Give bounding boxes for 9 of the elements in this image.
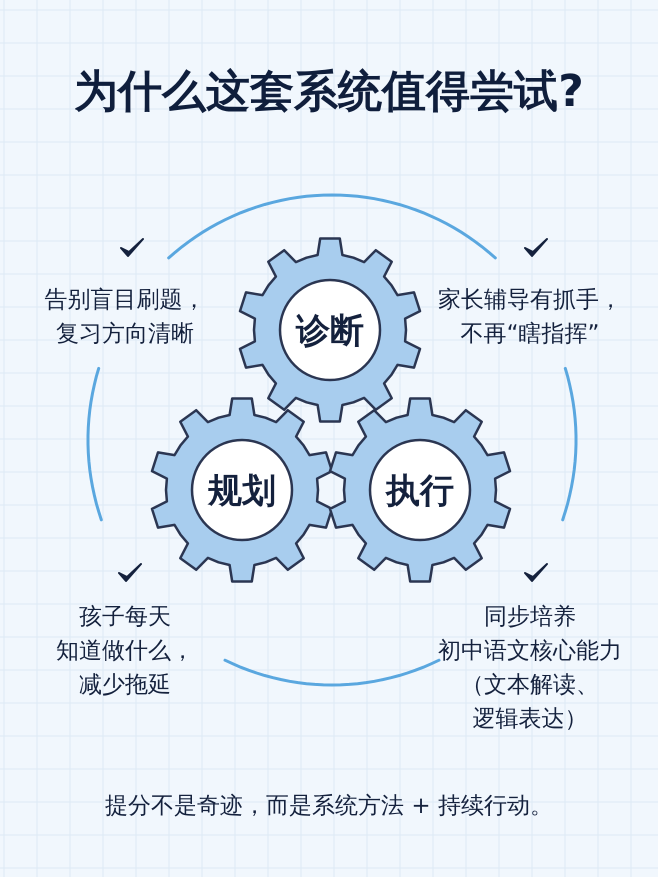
benefit-text: 告别盲目刷题，复习方向清晰 — [44, 286, 206, 349]
gear-label: 执行 — [384, 470, 455, 513]
benefit-text: 家长辅导有抓手，不再“瞎指挥” — [437, 286, 623, 349]
gear-label: 规划 — [206, 470, 277, 513]
caption: 提分不是奇迹，而是系统方法 + 持续行动。 — [104, 792, 554, 821]
benefit-text: 同步培养初中语文核心能力（文本解读、逻辑表达） — [437, 603, 623, 734]
gear-label: 诊断 — [294, 310, 365, 353]
title: 为什么这套系统值得尝试? — [73, 65, 585, 119]
benefit-text: 孩子每天知道做什么，减少拖延 — [55, 603, 195, 700]
